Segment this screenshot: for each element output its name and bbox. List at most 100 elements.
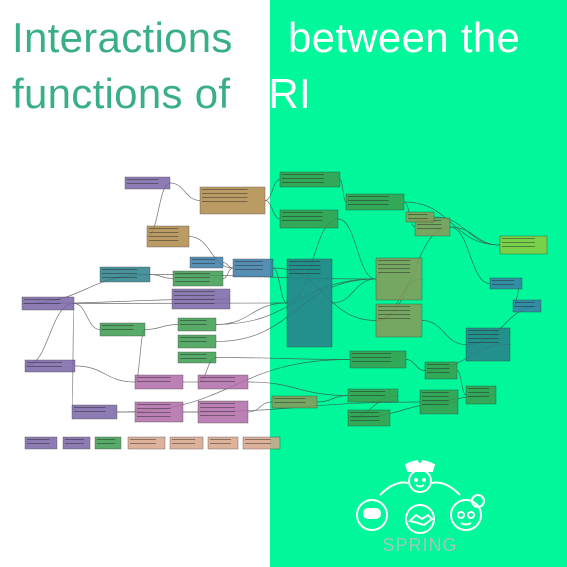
diagram-node-text (137, 412, 171, 413)
diagram-edge (421, 320, 467, 345)
diagram-node-text (127, 179, 159, 180)
diagram-edge (403, 201, 501, 246)
diagram-edge (24, 303, 75, 367)
diagram-nodes (21, 171, 548, 450)
diagram-edge (247, 381, 349, 396)
diagram-edge (331, 278, 377, 304)
diagram-node-text (502, 242, 535, 243)
diagram-node-text (427, 368, 450, 369)
diagram-node-text (348, 196, 389, 197)
diagram-node-text (180, 337, 207, 338)
diagram-edge (264, 200, 281, 220)
diagram-node (134, 401, 184, 423)
diagram-node-text (348, 200, 389, 201)
diagram-node (99, 266, 151, 283)
diagram-node-text (378, 260, 411, 261)
diagram-node-text (172, 443, 196, 444)
diagram-edge (433, 216, 501, 246)
diagram-node-text (102, 273, 137, 274)
diagram-node-text (378, 314, 411, 315)
diagram-node (24, 436, 58, 450)
diagram-node-text (175, 277, 210, 278)
diagram-node-text (200, 407, 235, 408)
diagram-node (512, 299, 542, 313)
diagram-node-text (378, 318, 411, 319)
diagram-node (94, 436, 122, 450)
diagram-node (424, 361, 458, 380)
diagram-edge (215, 357, 351, 360)
diagram-node-text (149, 240, 179, 241)
diagram-node-text (174, 291, 215, 292)
diagram-node-text (352, 357, 392, 358)
diagram-node-text (200, 377, 235, 378)
diagram-edge (405, 359, 426, 371)
diagram-node-text (200, 411, 235, 412)
diagram-edge (264, 179, 281, 201)
diagram-edge (272, 267, 288, 304)
diagram-node-text (202, 197, 248, 198)
diagram-node-text (468, 338, 499, 339)
diagram-node-text (492, 284, 515, 285)
diagram-edge (134, 329, 146, 383)
diagram-node (197, 374, 249, 390)
logo-arc-left-icon (379, 481, 409, 496)
title-words-functions-of: functions of (12, 70, 231, 117)
diagram-node-text (65, 443, 84, 444)
diagram-node (232, 258, 274, 278)
diagram-node (199, 186, 266, 215)
diagram-node-text (200, 403, 235, 404)
diagram-node-text (282, 178, 324, 179)
diagram-node-text (130, 443, 156, 444)
diagram-node-text (180, 320, 207, 321)
diagram-node-text (468, 396, 489, 397)
diagram-node-text (174, 303, 215, 304)
diagram-node-text (245, 443, 271, 444)
diagram-edge (169, 182, 201, 201)
title-line-2: functions of ARI (12, 70, 311, 118)
diagram-node-text (210, 439, 231, 440)
diagram-node-text (492, 280, 515, 281)
diagram-node (242, 436, 281, 450)
nurse-face-icon (404, 459, 436, 493)
diagram-node (375, 257, 423, 301)
diagram-node-text (352, 353, 392, 354)
robot-face-icon (356, 499, 388, 531)
diagram-node-text (137, 381, 171, 382)
diagram-node-text (74, 411, 106, 412)
diagram-node (419, 389, 459, 415)
diagram-edge (188, 236, 234, 269)
diagram-node-text (408, 218, 428, 219)
diagram-node-text (102, 329, 134, 330)
diagram-edge (222, 267, 234, 279)
diagram-node-text (502, 246, 535, 247)
diagram-node-text (282, 220, 323, 221)
title-words-between-the: between the (288, 14, 521, 61)
diagram-node (207, 436, 239, 450)
diagram-node-text (282, 216, 323, 217)
diagram-node-text (427, 364, 450, 365)
diagram-node-text (149, 236, 179, 237)
diagram-node-text (180, 324, 207, 325)
diagram-node (197, 400, 249, 424)
diagram-node (171, 288, 231, 310)
diagram-node-text (149, 228, 179, 229)
diagram-node-text (274, 402, 306, 403)
logo-arc-right-icon (431, 481, 461, 496)
diagram-edge (74, 365, 136, 383)
diagram-node-text (468, 342, 499, 343)
diagram-node-text (245, 439, 271, 440)
diagram-edge (222, 262, 234, 269)
diagram-node (169, 436, 204, 450)
elderly-face-icon (450, 494, 485, 531)
diagram-node (177, 351, 217, 364)
diagram-node-text (468, 392, 489, 393)
diagram-node (349, 350, 407, 369)
diagram-node-text (180, 341, 207, 342)
diagram-node-text (378, 272, 411, 273)
diagram-node-text (350, 395, 385, 396)
diagram-node-text (515, 302, 535, 303)
diagram-node (99, 322, 146, 337)
diagram-node-text (24, 299, 61, 300)
diagram-node (345, 193, 405, 211)
